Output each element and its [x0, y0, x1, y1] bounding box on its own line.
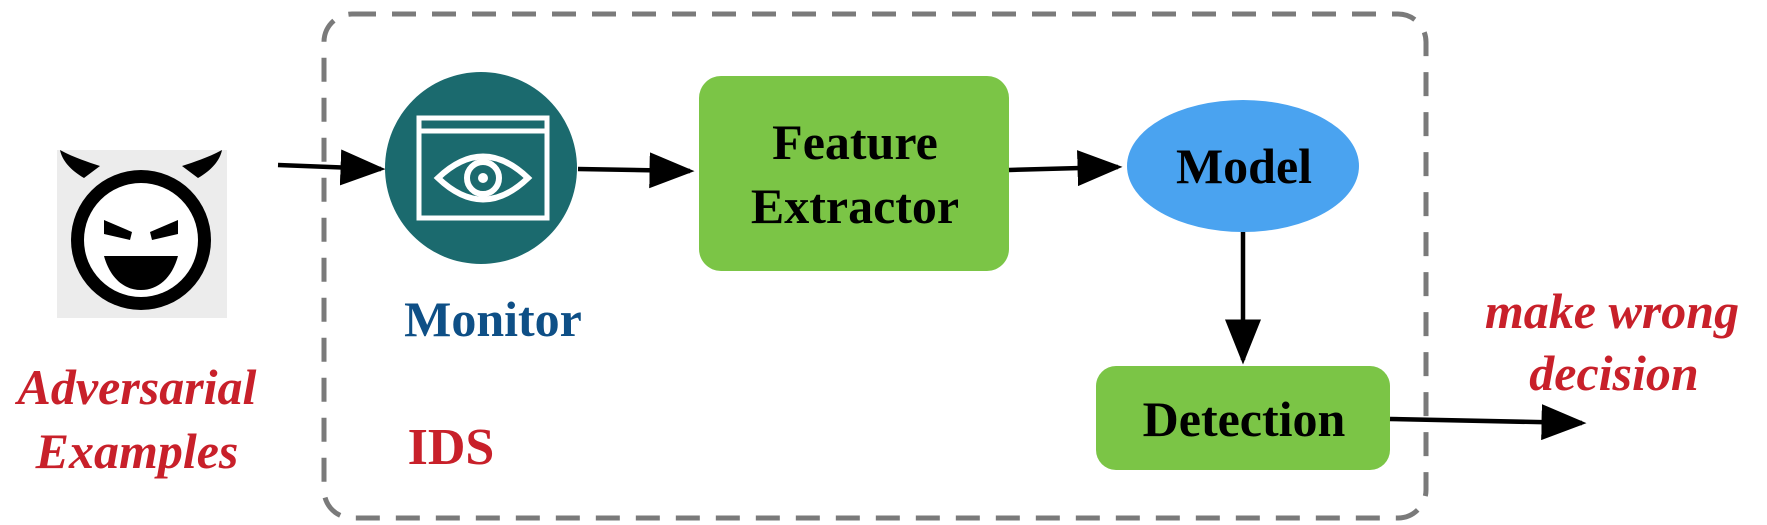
arrow-input-to-monitor	[277, 149, 386, 186]
eye-window-icon	[416, 115, 550, 221]
model-node	[1127, 100, 1359, 232]
devil-face-icon	[57, 150, 227, 318]
adversarial-label-line2: Examples	[35, 423, 239, 479]
feature-extractor-box	[699, 76, 1009, 271]
outcome-label-line2: decision	[1529, 345, 1698, 401]
monitor-label: Monitor	[404, 291, 582, 347]
arrow-monitor-to-extractor	[577, 152, 695, 189]
model-label: Model	[1176, 138, 1312, 194]
ids-boundary	[321, 11, 1429, 521]
detection-box	[1096, 366, 1390, 470]
monitor-node	[385, 72, 577, 264]
feature-extractor-label-line2: Extractor	[751, 178, 959, 234]
arrow-detection-to-outcome	[1389, 404, 1587, 441]
adversarial-label-line1: Adversarial	[15, 359, 257, 415]
ids-label: IDS	[408, 419, 495, 476]
detection-label: Detection	[1143, 391, 1346, 447]
arrow-extractor-to-model	[1008, 150, 1123, 187]
feature-extractor-label-line1: Feature	[772, 114, 938, 170]
outcome-label-line1: make wrong	[1485, 283, 1739, 339]
